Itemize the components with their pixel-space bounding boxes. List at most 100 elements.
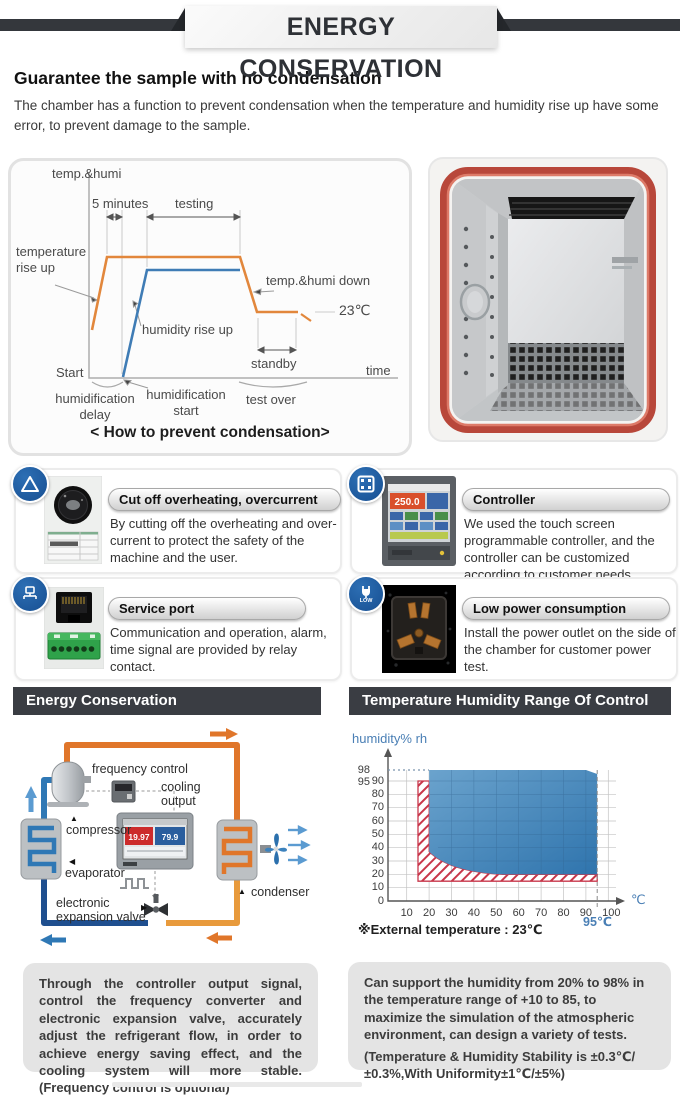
ytick-98: 98 [357,764,370,776]
temp-23-label: 23℃ [339,302,371,318]
humidification-start-label: humidification start [146,387,226,418]
evaporator-marker: ◀ [69,857,76,866]
compressor-label: compressor [66,823,132,837]
xtick-50: 50 [490,907,503,919]
time-label: time [366,363,391,378]
chart-caption: < How to prevent condensation> [90,424,330,441]
hot-pipe-bottom [166,878,240,926]
xtick-30: 30 [445,907,458,919]
range-note-p2: (Temperature & Humidity Stability is ±0.… [364,1048,636,1082]
expansion-valve-label: electronic expansion valve [56,896,146,925]
humi-display: 79.9 [162,832,179,842]
controller-photo: 250.0 [382,476,456,571]
low-badge: LOW [359,598,373,604]
pointer-lines [54,284,275,389]
feature-description: Communication and operation, alarm, time… [110,625,327,674]
ytick-60: 60 [371,814,384,827]
standby-label: standby [251,356,297,371]
refrigeration-diagram: 19.97 79.9 frequency control cooling out… [14,718,340,962]
range-note: Can support the humidity from 20% to 98%… [348,962,671,1081]
feature-title: Controller [462,488,670,511]
xtick-70: 70 [534,907,548,919]
chamber-interior [452,179,644,421]
page-title: ENERGY CONSERVATION [185,6,497,83]
xtick-90: 90 [579,907,593,919]
temp-humi-down-label: temp.&humi down [266,273,371,288]
dimension-arrows [105,213,298,354]
condenser-label: condenser [251,885,310,899]
control-lines [86,790,175,895]
max-temp-label: 95℃ [583,915,613,929]
feature-title: Cut off overheating, overcurrent [108,488,341,511]
range-xlabel: ℃ [631,892,646,907]
ytick-20: 20 [371,867,384,880]
xtick-60: 60 [512,907,525,919]
ribbon-fold-left [171,8,185,31]
humidity-line [121,268,240,378]
controller-display-value: 250.0 [394,497,419,508]
humidification-delay-label: humidification delay [55,391,135,422]
ytick-95: 95 [357,776,370,788]
energy-conservation-note: Through the controller output signal, co… [23,963,318,1095]
warning-triangle-icon [11,465,49,503]
controller-screen: 19.97 79.9 [116,812,194,870]
condensation-chart-graphic [8,158,412,456]
start-label: Start [56,365,84,380]
pulse-signal [120,878,149,889]
axes [387,755,616,902]
ytick-50: 50 [371,827,384,840]
expansion-valve [144,894,168,916]
testing-label: testing [175,196,214,211]
ytick-70: 70 [371,801,384,814]
overheat-protector-photo [43,475,103,569]
test-over-label: test over [246,392,296,407]
ytick-30: 30 [371,854,384,867]
humidity-range-chart: humidity% rh 98 95 90 80 70 60 50 40 30 … [348,726,678,962]
controllable-range-area [429,770,598,875]
intro-text: The chamber has a function to prevent co… [14,98,659,134]
xtick-100: 100 [602,907,621,919]
ytick-40: 40 [371,841,384,854]
condenser-marker: ▲ [238,887,246,896]
feature-overheat: Cut off overheating, overcurrent By cutt… [14,468,342,574]
range-note-p1: Can support the humidity from 20% to 98%… [364,975,645,1043]
xtick-20: 20 [422,907,436,919]
ytick-80: 80 [371,787,384,800]
cooling-output-label: cooling output [161,780,201,809]
cold-pipe-up [41,777,52,822]
valve-marker: ▶ [141,903,148,912]
temperature-line-break [300,313,312,322]
xtick-80: 80 [557,907,570,919]
flow-arrows [25,728,311,946]
next-section-edge [112,1082,362,1087]
temperature-rise-label: temperature rise up [16,244,87,275]
ytick-0: 0 [377,894,384,907]
touch-screen-icon [347,465,385,503]
condensation-chart-panel: temp.&humi 5 minutes testing temperature… [8,158,412,456]
humidity-rise-label: humidity rise up [142,322,234,337]
ribbon-fold-right [497,8,511,31]
feature-title: Service port [108,597,306,620]
xtick-10: 10 [400,907,413,919]
compressor-marker: ▲ [70,814,78,823]
frequency-control-label: frequency control [92,762,188,776]
section-title-energy: Energy Conservation [13,687,321,715]
range-ylabel: humidity% rh [352,731,428,746]
network-port-icon [11,575,49,613]
feature-description: By cutting off the overheating and over-… [110,516,337,565]
five-minutes-label: 5 minutes [92,196,149,211]
section-title-range: Temperature Humidity Range Of Control [349,687,671,715]
feature-low-power: Low power consumption Install the power … [350,577,678,681]
compressor-body [51,761,85,805]
service-port-photo [43,586,105,674]
axes [88,172,398,379]
feature-description: We used the touch screen programmable co… [464,516,655,582]
ytick-10: 10 [371,881,384,894]
grid-over-area [430,770,597,874]
y-axis-label: temp.&humi [52,166,122,181]
feature-description: Install the power outlet on the side of … [464,625,676,674]
low-power-plug-icon: LOW [347,575,385,613]
braces [91,381,308,388]
section-heading: Guarantee the sample with no condensatio… [14,68,382,88]
